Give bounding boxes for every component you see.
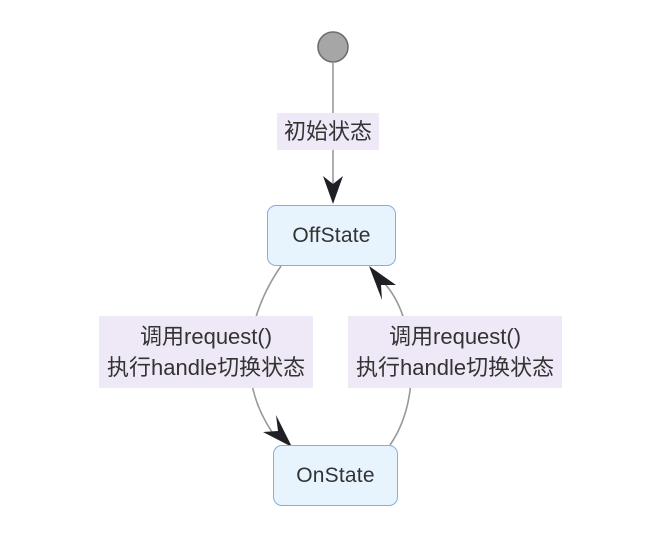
arrowhead-start-to-offstate (323, 176, 343, 204)
edge-label-onstate-to-offstate: 调用request() 执行handle切换状态 (348, 316, 563, 389)
start-node[interactable] (317, 31, 349, 63)
arrowhead-onstate-to-offstate (369, 266, 396, 300)
edge-label-offstate-to-onstate: 调用request() 执行handle切换状态 (99, 316, 314, 389)
edge-label-line: 执行handle切换状态 (356, 355, 555, 381)
edge-label-line: 初始状态 (284, 119, 373, 144)
edge-label-line: 调用request() (389, 324, 522, 349)
edge-label-line: 执行handle切换状态 (107, 355, 306, 381)
edge-label-start-to-offstate: 初始状态 (277, 113, 380, 151)
state-node-onstate[interactable]: OnState (273, 445, 398, 506)
state-node-offstate-label: OffState (292, 223, 371, 247)
edge-label-line: 调用request() (140, 324, 273, 349)
arrowhead-offstate-to-onstate (263, 415, 292, 447)
state-node-offstate[interactable]: OffState (267, 205, 396, 266)
state-node-onstate-label: OnState (296, 463, 375, 487)
